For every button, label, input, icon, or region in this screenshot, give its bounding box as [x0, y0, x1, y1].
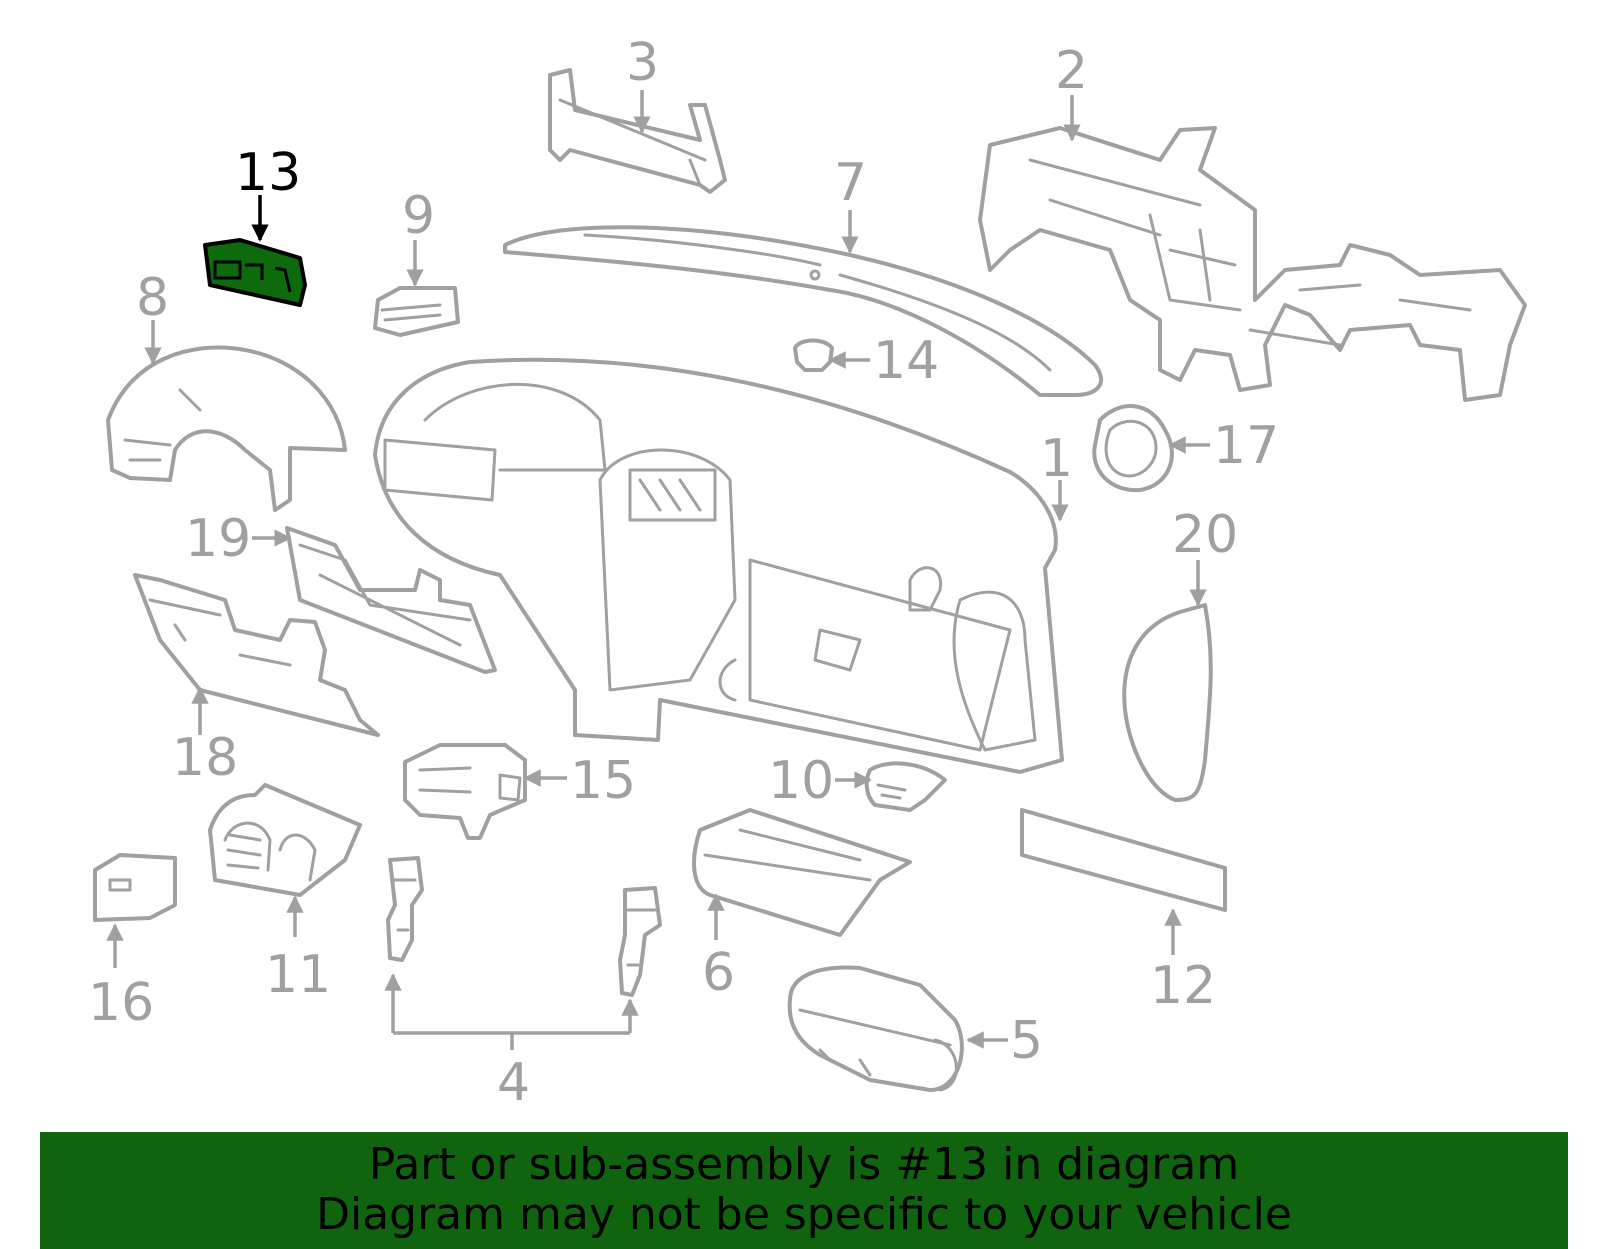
- label-part-3: 3: [626, 33, 659, 93]
- banner-line-1: Part or sub-assembly is #13 in diagram: [368, 1139, 1240, 1190]
- part-17-speaker-grille[interactable]: [1092, 404, 1174, 493]
- part-12-trim-strip[interactable]: [1020, 808, 1227, 912]
- label-part-13: 13: [235, 143, 301, 203]
- label-part-16: 16: [88, 973, 154, 1033]
- label-part-15: 15: [570, 751, 636, 811]
- label-part-19: 19: [185, 509, 251, 569]
- part-9-vent[interactable]: [373, 286, 460, 337]
- part-4-brackets[interactable]: [386, 856, 662, 997]
- part-11-center-vent[interactable]: [208, 783, 362, 897]
- label-part-20: 20: [1172, 505, 1238, 565]
- part-16-switch[interactable]: [93, 853, 177, 922]
- part-2-cross-car-beam[interactable]: [978, 126, 1527, 402]
- part-7-defroster-panel[interactable]: [503, 225, 1104, 397]
- label-part-2: 2: [1055, 41, 1088, 101]
- label-part-7: 7: [834, 153, 867, 213]
- label-part-11: 11: [265, 945, 331, 1005]
- label-part-14: 14: [873, 331, 939, 391]
- part-1-instrument-panel[interactable]: [373, 357, 1064, 774]
- label-part-6: 6: [702, 943, 735, 1003]
- part-8-cluster-bezel[interactable]: [106, 345, 347, 512]
- banner-line-2: Diagram may not be specific to your vehi…: [316, 1189, 1292, 1240]
- part-13-switch-highlighted[interactable]: [203, 238, 307, 307]
- part-18-knee-bolster[interactable]: [133, 573, 380, 737]
- label-part-12: 12: [1150, 956, 1216, 1016]
- part-10-vent[interactable]: [864, 761, 947, 812]
- part-5-air-bag-module[interactable]: [787, 965, 964, 1092]
- label-part-5: 5: [1010, 1011, 1043, 1071]
- part-20-air-bag-cover[interactable]: [1122, 603, 1213, 802]
- info-banner: Part or sub-assembly is #13 in diagram D…: [40, 1132, 1568, 1249]
- part-15-vent-housing[interactable]: [403, 743, 527, 840]
- label-part-8: 8: [136, 268, 169, 328]
- part-14-clip[interactable]: [793, 338, 834, 372]
- label-part-10: 10: [768, 751, 834, 811]
- label-part-17: 17: [1213, 416, 1279, 476]
- label-part-4: 4: [497, 1053, 530, 1113]
- part-6-glove-box[interactable]: [692, 808, 912, 937]
- label-part-1: 1: [1040, 429, 1073, 489]
- label-part-18: 18: [172, 728, 238, 788]
- part-19-lower-trim-panel[interactable]: [285, 526, 497, 674]
- label-part-9: 9: [402, 186, 435, 246]
